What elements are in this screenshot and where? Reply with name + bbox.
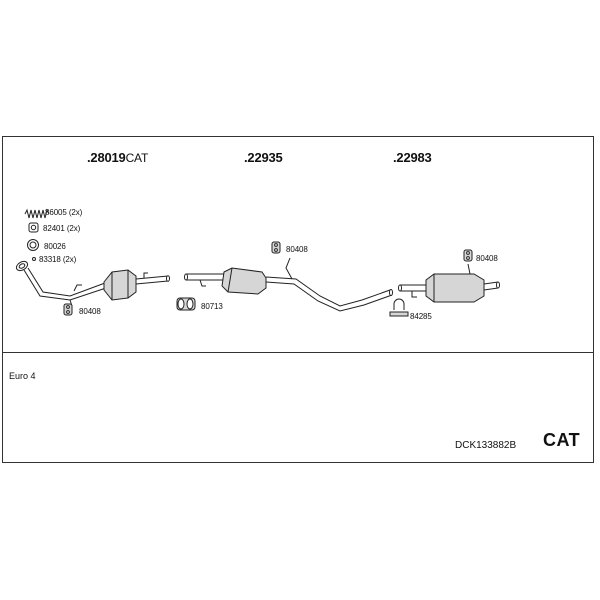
rubber-mount-icon: [271, 241, 281, 254]
rubber-mount-icon: [463, 249, 473, 262]
emission-standard: Euro 4: [9, 371, 36, 381]
accessory-label-86005: 86005 (2x): [45, 208, 83, 217]
accessory-label-80713: 80713: [201, 302, 223, 311]
front-pipe-cat: [15, 260, 170, 307]
middle-pipe-silencer: [184, 257, 393, 312]
frame-divider: [2, 352, 594, 353]
u-bolt-clamp-icon: [389, 298, 409, 317]
accessory-label-80408-middle: 80408: [286, 245, 308, 254]
accessory-label-80026: 80026: [44, 242, 66, 251]
kit-code: DCK133882B: [455, 440, 517, 451]
accessory-label-84285: 84285: [410, 312, 432, 321]
rear-pipe-silencer: [398, 263, 500, 303]
accessory-label-82401: 82401 (2x): [43, 224, 81, 233]
small-ring-icon: [32, 257, 36, 261]
part-number-rear: .22983: [393, 150, 432, 165]
diagram-frame: [2, 136, 594, 463]
accessory-label-83318: 83318 (2x): [39, 255, 77, 264]
ring-gasket-icon: [27, 239, 39, 251]
accessory-label-80408-rear: 80408: [476, 254, 498, 263]
category-label: CAT: [543, 430, 581, 450]
part-number-front: .28019CAT: [87, 150, 149, 165]
accessory-label-80408-front: 80408: [79, 307, 101, 316]
rubber-mount-icon: [63, 303, 73, 316]
spring-icon: [24, 208, 50, 219]
clamp-icon: [28, 222, 39, 233]
clamp-sleeve-icon: [176, 297, 196, 311]
part-number-middle: .22935: [244, 150, 283, 165]
